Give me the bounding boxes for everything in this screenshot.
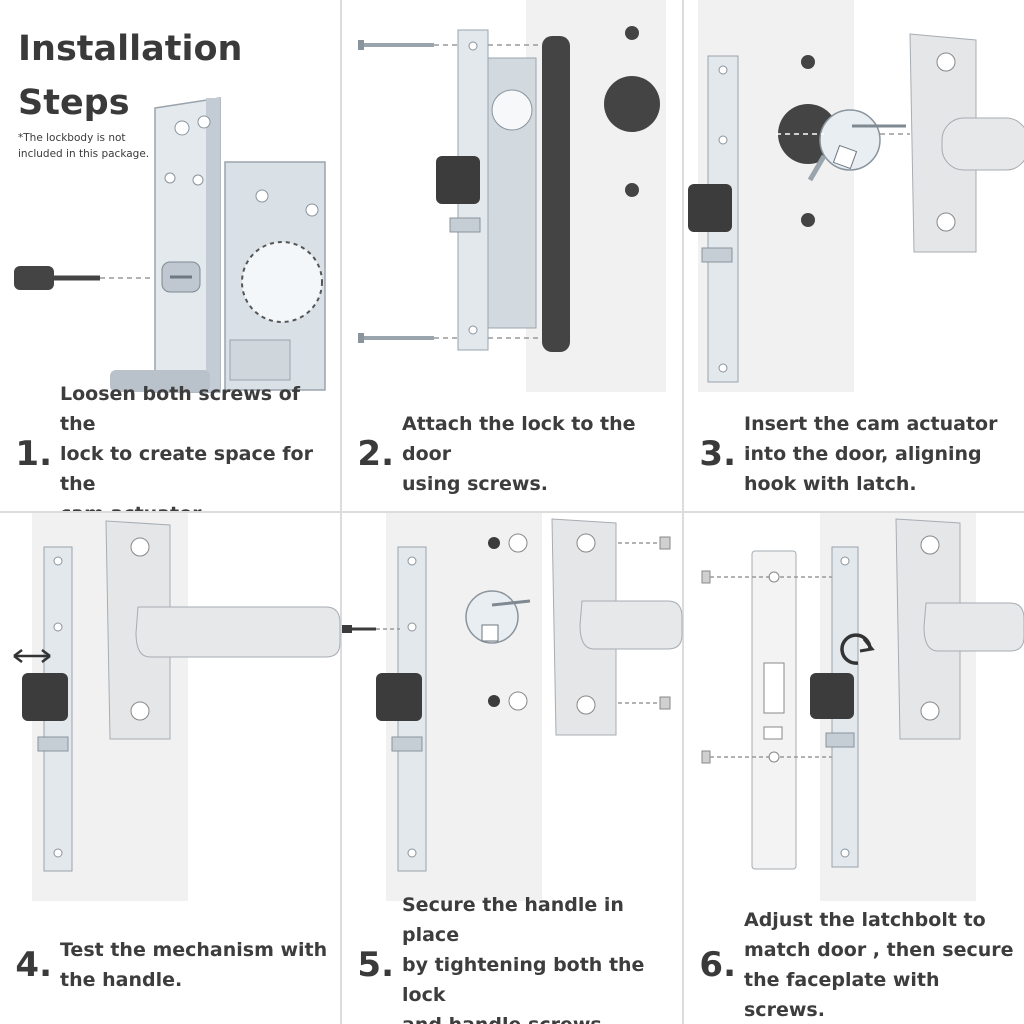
step-5-illustration (342, 513, 683, 901)
step-1-panel: Installation Steps *The lockbody is not … (0, 0, 341, 511)
step-4-text: Test the mechanism with the handle. (56, 935, 341, 995)
step-4-number: 4. (15, 945, 52, 985)
step-5-line-1: Secure the handle in place (402, 894, 624, 946)
step-2-illustration (358, 0, 666, 392)
step-3-number: 3. (699, 434, 736, 474)
step-5-line-2: by tightening both the lock (402, 954, 645, 1006)
step-6-panel: 6. Adjust the latchbolt to match door , … (684, 513, 1024, 1024)
step-6-number: 6. (699, 945, 736, 985)
step-6-line-3: the faceplate with screws. (744, 969, 940, 1021)
step-2-text: Attach the lock to the door using screws… (398, 409, 683, 499)
step-2-line-1: Attach the lock to the door (402, 413, 636, 465)
step-4-line-2: the handle. (60, 969, 183, 991)
step-6-text: Adjust the latchbolt to match door , the… (740, 905, 1024, 1024)
step-4-panel: 4. Test the mechanism with the handle. (0, 513, 341, 1024)
step-5-panel: 5. Secure the handle in place by tighten… (342, 513, 683, 1024)
step-1-illustration (14, 97, 326, 393)
step-6-caption: 6. Adjust the latchbolt to match door , … (684, 909, 1024, 1021)
note-line-2: included in this package. (18, 148, 150, 160)
step-2-panel: 2. Attach the lock to the door using scr… (342, 0, 683, 511)
step-4-illustration (13, 513, 341, 901)
step-3-panel: 3. Insert the cam actuator into the door… (684, 0, 1024, 511)
step-3-text: Insert the cam actuator into the door, a… (740, 409, 1024, 499)
title-line-1: Installation (18, 29, 243, 69)
step-3-caption: 3. Insert the cam actuator into the door… (684, 408, 1024, 500)
step-3-illustration (688, 0, 1024, 392)
step-2-caption: 2. Attach the lock to the door using scr… (342, 408, 683, 500)
title-line-2: Steps (18, 83, 130, 123)
note-line-1: *The lockbody is not (18, 132, 126, 144)
step-1-text: Loosen both screws of the lock to create… (56, 379, 341, 511)
step-5-caption: 5. Secure the handle in place by tighten… (342, 894, 683, 1024)
step-1-line-1: Loosen both screws of the (60, 383, 301, 435)
page-title: Installation Steps (18, 22, 242, 130)
step-1-line-3: cam actuator. (60, 499, 341, 511)
step-4-caption: 4. Test the mechanism with the handle. (0, 919, 341, 1011)
step-6-illustration (701, 513, 1024, 901)
step-2-line-2: using screws. (402, 473, 548, 495)
divider-horizontal (0, 511, 1024, 513)
step-3-line-2: into the door, aligning (744, 443, 982, 465)
step-6-line-1: Adjust the latchbolt to (744, 909, 986, 931)
package-note: *The lockbody is not included in this pa… (18, 130, 158, 162)
step-1-caption: 1. Loosen both screws of the lock to cre… (0, 383, 341, 511)
step-6-line-2: match door , then secure (744, 939, 1014, 961)
step-5-text: Secure the handle in place by tightening… (398, 890, 683, 1024)
step-5-line-3: and handle screws. (402, 1010, 683, 1024)
step-3-line-3: hook with latch. (744, 473, 917, 495)
step-4-line-1: Test the mechanism with (60, 939, 328, 961)
step-5-number: 5. (357, 945, 394, 985)
step-3-line-1: Insert the cam actuator (744, 413, 998, 435)
step-2-number: 2. (357, 434, 394, 474)
step-1-line-2: lock to create space for the (60, 443, 313, 495)
step-1-number: 1. (15, 434, 52, 474)
